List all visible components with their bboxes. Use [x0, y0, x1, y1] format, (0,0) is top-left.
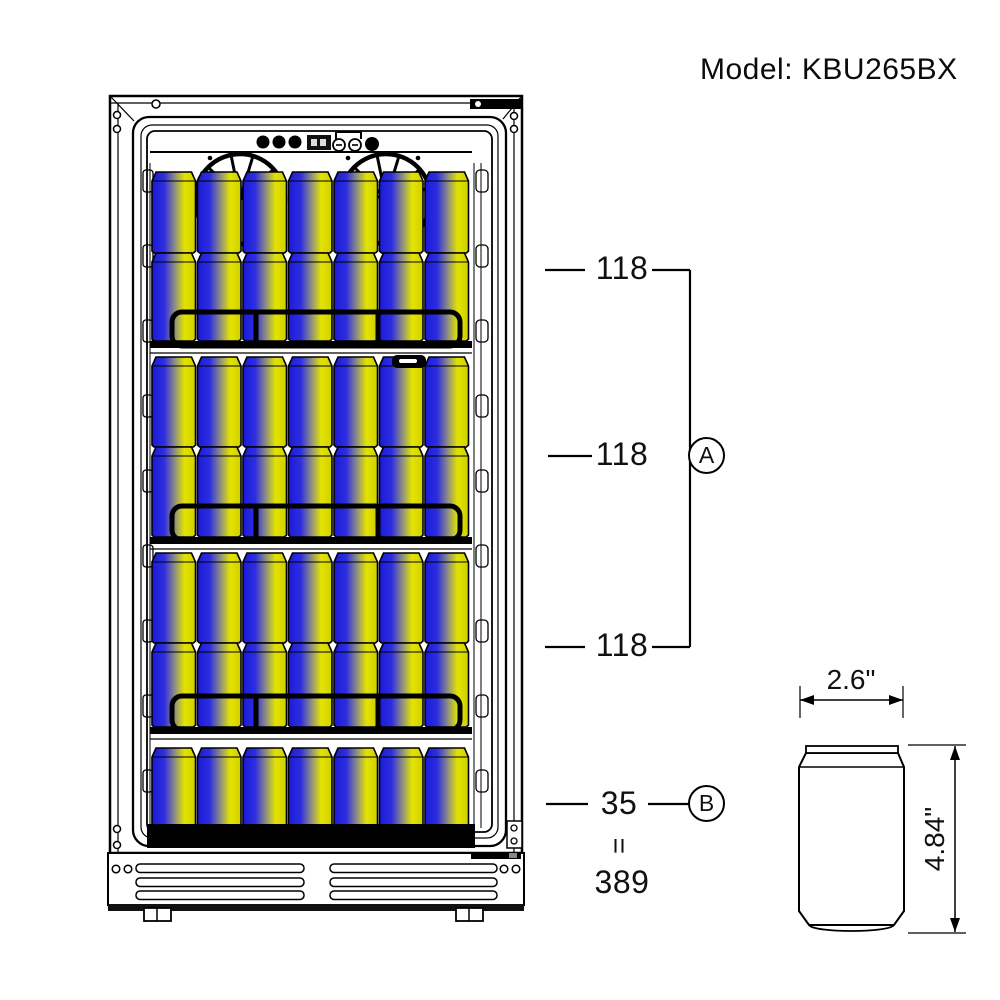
- beverage-can: [242, 642, 288, 728]
- beverage-can: [151, 747, 197, 829]
- dim-section-2: 118: [595, 436, 649, 472]
- beverage-can: [242, 552, 288, 644]
- hinge-icon: [470, 99, 522, 109]
- beverage-can: [378, 252, 424, 342]
- beverage-can: [242, 171, 288, 254]
- beverage-can: [151, 552, 197, 644]
- beverage-can: [333, 252, 379, 342]
- beverage-can: [378, 356, 424, 448]
- screw-icon: [509, 124, 519, 134]
- page-title: Model: KBU265BX: [700, 53, 958, 86]
- screw-icon: [510, 824, 518, 832]
- can-width-label: 2.6": [826, 664, 876, 695]
- beverage-can: [287, 552, 333, 644]
- beverage-can: [196, 747, 242, 829]
- can-height-label: 4.84": [919, 806, 950, 872]
- beverage-can: [196, 552, 242, 644]
- shelf-rails: [147, 309, 475, 848]
- beverage-can: [424, 356, 470, 448]
- beverage-can: [242, 747, 288, 829]
- beverage-can: [151, 171, 197, 254]
- wire-rail: [169, 503, 463, 543]
- beverage-can: [196, 642, 242, 728]
- temperature-display: [307, 135, 331, 150]
- panel-button: [288, 135, 302, 149]
- shelf-support-tabs: [142, 169, 489, 793]
- beverage-can: [378, 642, 424, 728]
- beverage-can: [424, 552, 470, 644]
- screw-icon: [123, 864, 133, 874]
- dim-total: 389: [594, 864, 650, 900]
- door-bottom-seal: [147, 824, 475, 848]
- beverage-can: [378, 446, 424, 538]
- beverage-can: [242, 252, 288, 342]
- beverage-can: [333, 747, 379, 829]
- beverage-can: [378, 552, 424, 644]
- beverage-can: [333, 446, 379, 538]
- screw-icon: [510, 837, 518, 845]
- balloon-b: B: [688, 785, 725, 822]
- can-detail-drawing: [798, 686, 966, 934]
- beverage-can: [287, 252, 333, 342]
- dim-section-3: 118: [595, 627, 649, 663]
- beverage-can: [242, 356, 288, 448]
- dim-section-1: 118: [595, 250, 649, 286]
- beverage-can: [287, 171, 333, 254]
- screw-icon: [112, 824, 122, 834]
- beverage-can: [242, 446, 288, 538]
- beverage-can: [287, 446, 333, 538]
- beverage-can: [287, 747, 333, 829]
- dim-bottom: 35: [600, 785, 638, 821]
- panel-button: [256, 135, 270, 149]
- beverage-can: [424, 171, 470, 254]
- screw-icon: [111, 864, 121, 874]
- beverage-can: [287, 642, 333, 728]
- kick-panel: [107, 852, 525, 922]
- beverage-can: [333, 171, 379, 254]
- panel-button: [365, 137, 379, 151]
- control-panel: [150, 131, 472, 161]
- dimension-lines: [545, 268, 692, 806]
- latch-icon: [471, 852, 521, 859]
- beverage-can: [287, 356, 333, 448]
- beverage-can: [196, 446, 242, 538]
- beverage-can: [196, 171, 242, 254]
- beverage-can: [151, 356, 197, 448]
- beverage-can: [333, 356, 379, 448]
- balloon-a: A: [688, 437, 725, 474]
- beverage-can: [196, 356, 242, 448]
- bracket-mark: [335, 131, 362, 139]
- cans-layer: [151, 171, 470, 829]
- screw-icon: [151, 99, 161, 109]
- beverage-can: [333, 642, 379, 728]
- screw-icon: [509, 111, 519, 121]
- vent-louvers: [135, 863, 498, 901]
- screw-icon: [499, 864, 509, 874]
- beverage-can: [378, 171, 424, 254]
- beverage-can: [424, 747, 470, 829]
- screw-icon: [112, 840, 122, 850]
- screw-icon: [112, 110, 122, 120]
- beverage-can: [333, 552, 379, 644]
- screw-icon: [511, 864, 521, 874]
- equals-sign: =: [604, 837, 635, 855]
- beverage-can: [378, 747, 424, 829]
- panel-button: [272, 135, 286, 149]
- wire-rail: [169, 693, 463, 733]
- screw-icon: [112, 124, 122, 134]
- wire-rail: [169, 309, 463, 349]
- beverage-can: [196, 252, 242, 342]
